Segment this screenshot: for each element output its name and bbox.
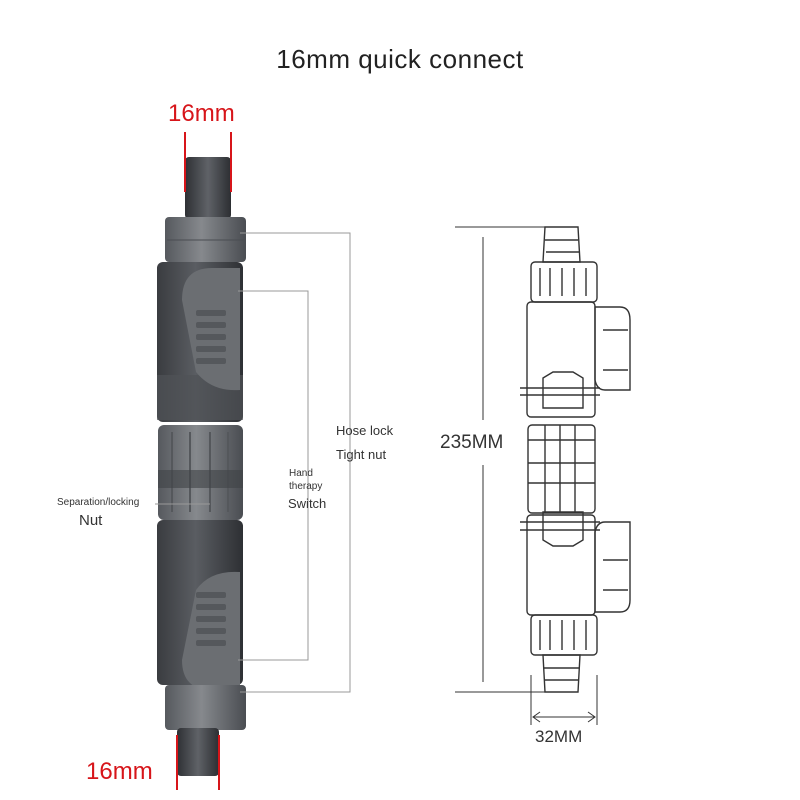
hand-label: Hand <box>289 468 313 479</box>
bottom-hose-lock-nut <box>165 685 246 730</box>
connector-line-drawing <box>520 226 631 693</box>
height-dimension-label: 235MM <box>440 432 504 453</box>
top-size-marker <box>184 132 232 192</box>
bottom-hose-size-label: 16mm <box>86 758 153 785</box>
therapy-label: therapy <box>289 481 323 492</box>
bottom-hose-barb <box>177 728 219 776</box>
page-title: 16mm quick connect <box>276 44 524 74</box>
separation-locking-label: Separation/locking <box>57 497 140 508</box>
bottom-size-marker <box>176 735 220 790</box>
width-dimension-line <box>530 675 598 725</box>
top-hose-barb <box>185 157 231 219</box>
nut-label: Nut <box>79 512 103 529</box>
hose-lock-label: Hose lock <box>336 423 394 438</box>
hose-lock-leader <box>240 232 351 693</box>
height-dimension-line <box>455 226 545 693</box>
connector-photo <box>155 132 351 790</box>
tight-nut-label: Tight nut <box>336 447 387 462</box>
width-dimension-label: 32MM <box>535 727 583 746</box>
switch-label: Switch <box>288 496 327 511</box>
switch-leader <box>238 290 309 661</box>
top-hose-size-label: 16mm <box>168 100 235 127</box>
